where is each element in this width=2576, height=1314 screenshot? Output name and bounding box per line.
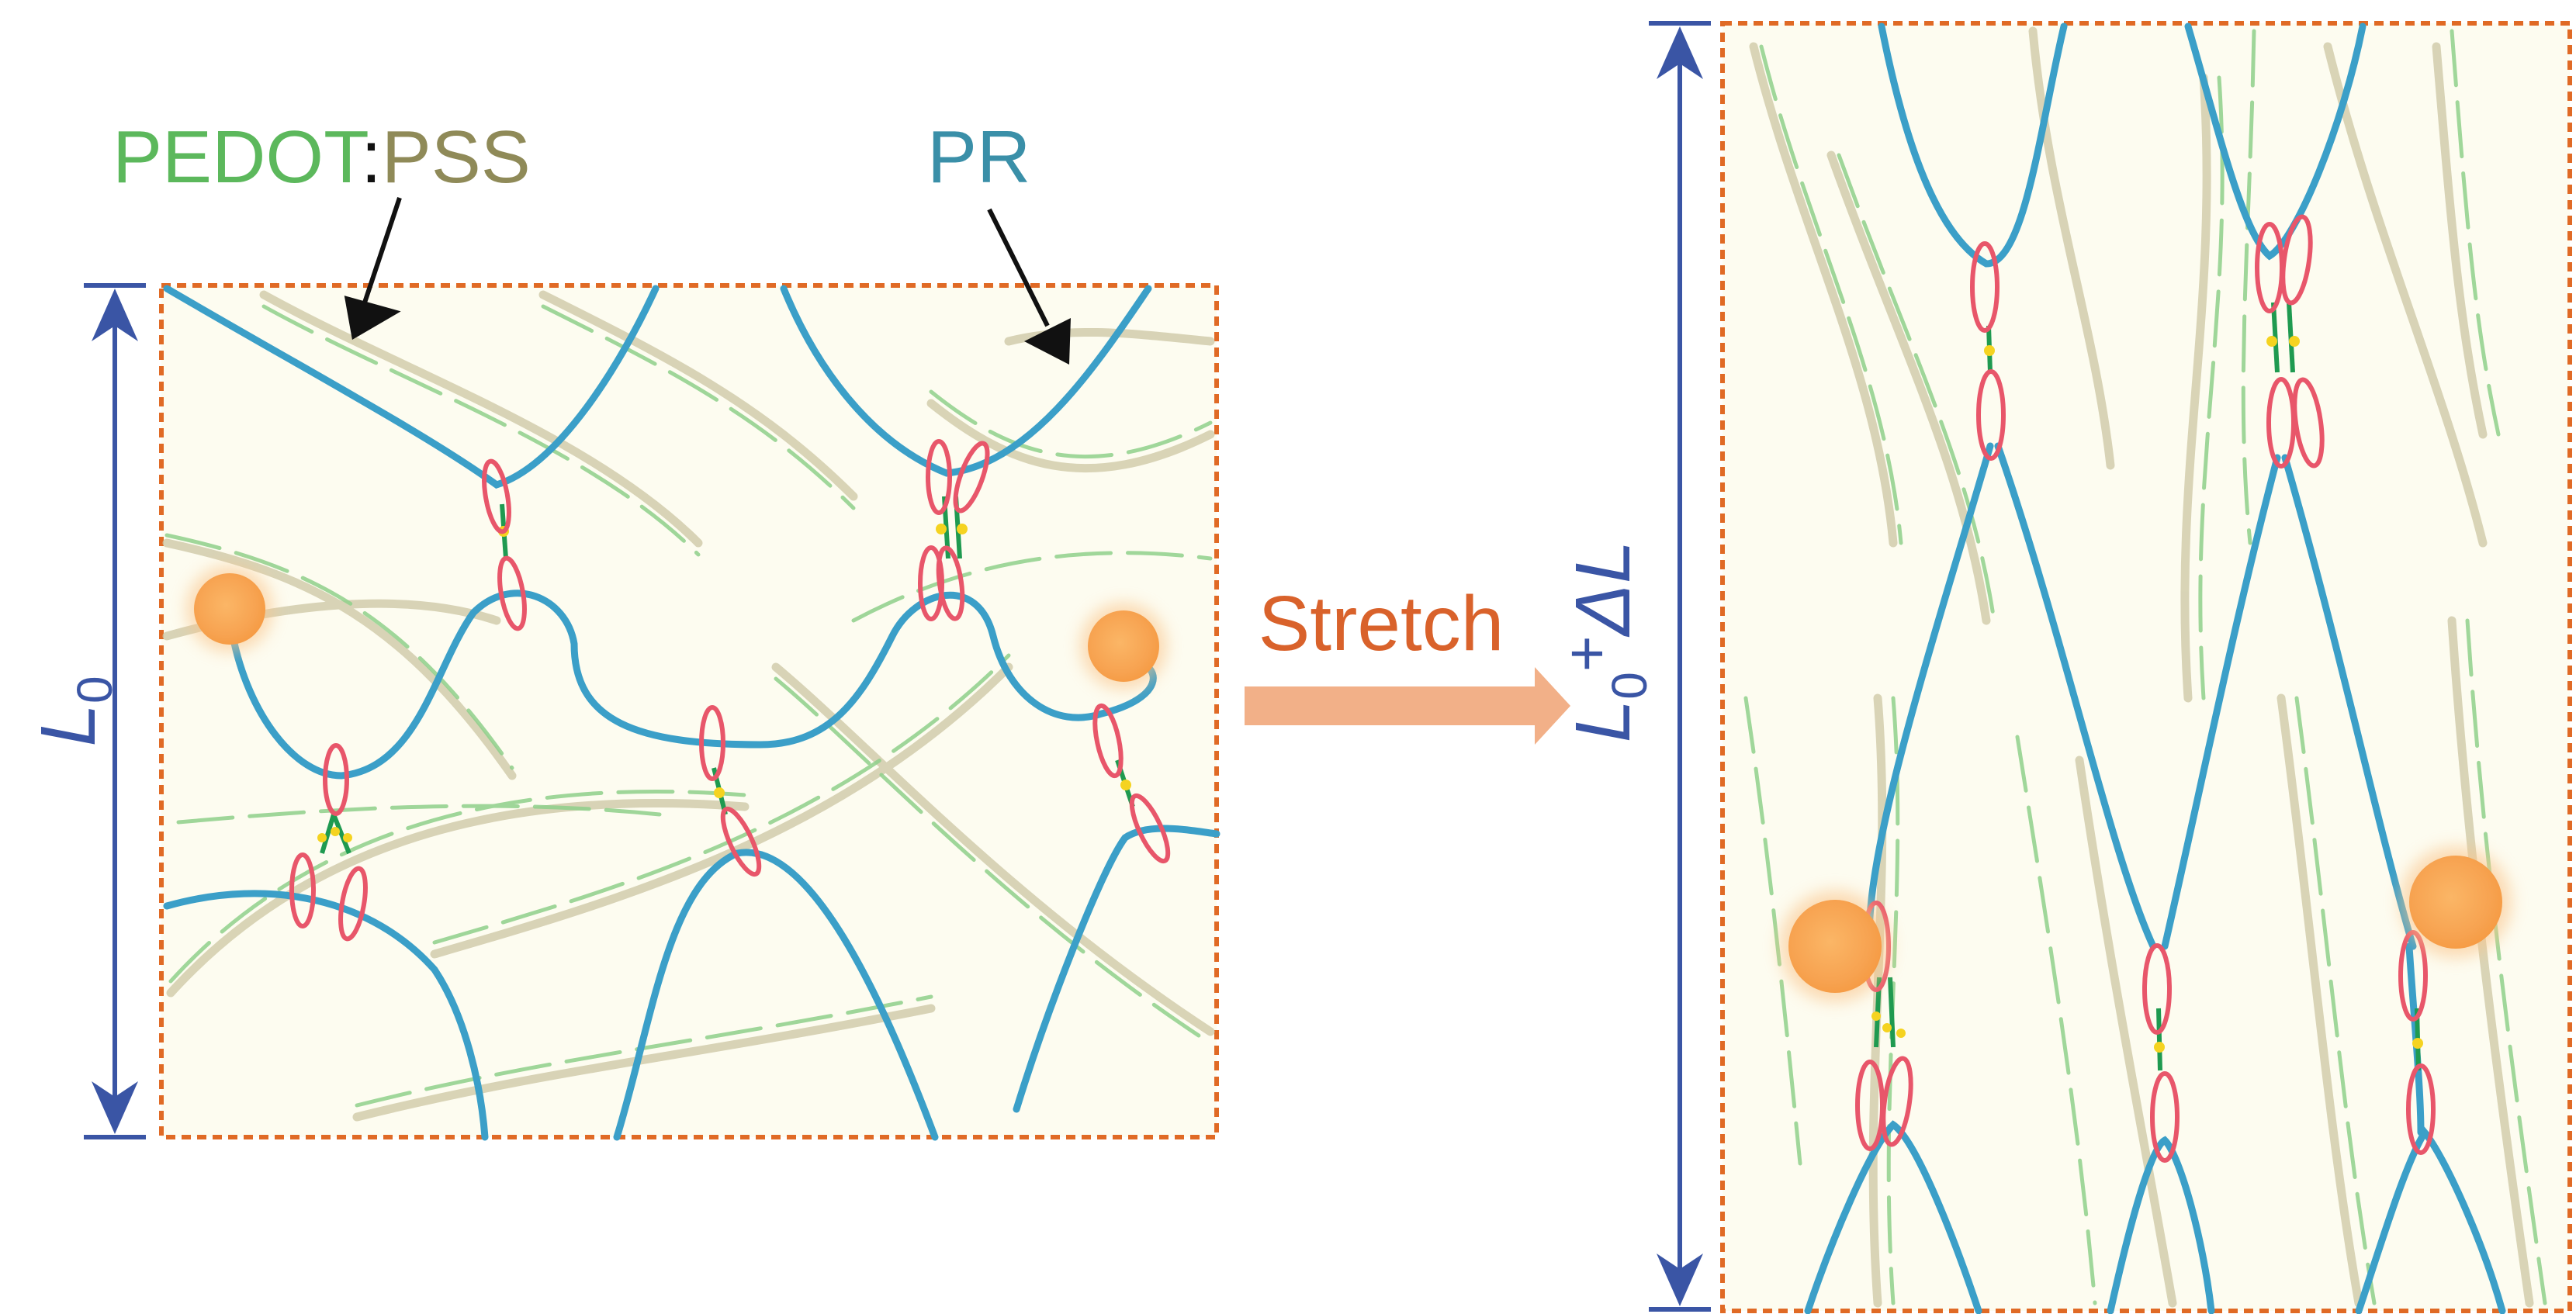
particle (2409, 856, 2502, 949)
pss-fibers-stretched (1749, 26, 2534, 1308)
pss-fibers (162, 290, 1215, 1122)
pedot-label: PEDOT (113, 116, 368, 199)
particle (194, 573, 265, 645)
pr-chains-stretched (1804, 22, 2506, 1314)
pedot-fibers (164, 304, 1213, 1108)
particle (1788, 900, 1882, 993)
particle (1088, 610, 1159, 682)
unstretched-panel (84, 197, 1220, 1141)
pr-label: PR (927, 116, 1030, 199)
l0-plus-delta-l-label: L0+ΔL (1552, 541, 1657, 743)
label-arrows (344, 197, 1071, 365)
stretched-panel (1649, 21, 2572, 1314)
stretched-length-dimension (1649, 21, 1711, 1312)
svg-text:PEDOT:PSS: PEDOT:PSS (113, 116, 531, 199)
length-dimension (84, 283, 146, 1139)
component-labels: PEDOT:PSS PR (113, 116, 1030, 199)
particles (186, 565, 1167, 690)
colon-label: : (361, 116, 382, 199)
stretch-arrow: Stretch (1245, 580, 1570, 745)
l0-label: L0 (25, 676, 123, 746)
stretch-label: Stretch (1259, 580, 1504, 667)
svg-text:L0+ΔL: L0+ΔL (1552, 541, 1657, 743)
pedot-fibers-stretched (1743, 29, 2547, 1305)
pss-label: PSS (382, 116, 531, 199)
crosslinks (289, 439, 1171, 942)
particles-stretched (1779, 846, 2512, 1002)
pr-chains (163, 285, 1220, 1141)
svg-text:L0: L0 (25, 676, 123, 746)
